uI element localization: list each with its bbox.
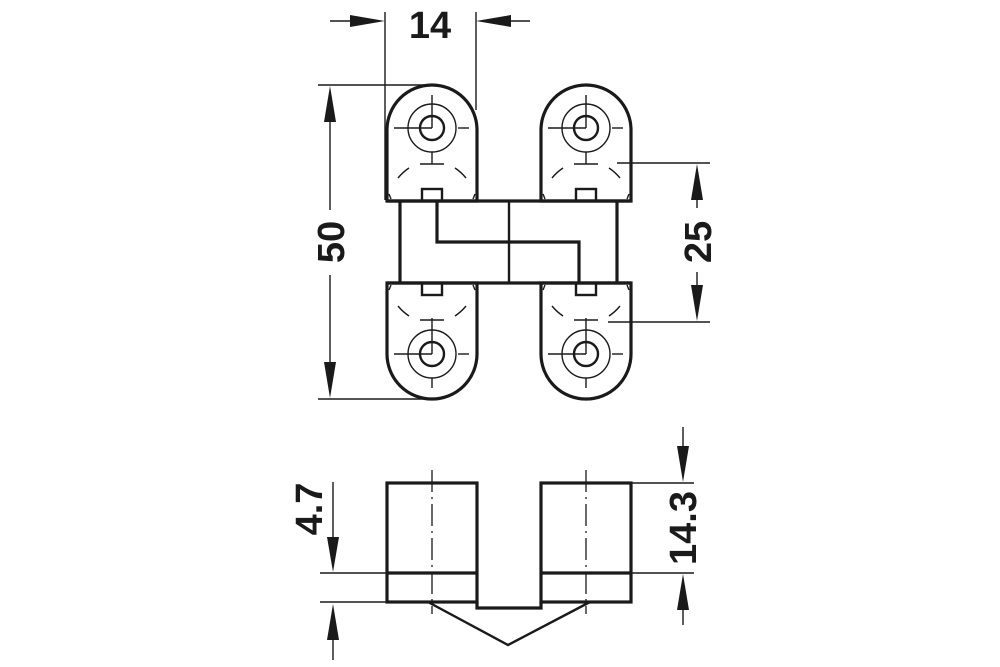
- arrow-left-icon: [476, 15, 511, 27]
- leaf-bottom-left: [385, 281, 479, 401]
- dimension-4-7: 4.7: [289, 482, 387, 660]
- arrow-up-icon: [324, 86, 336, 122]
- arrow-up-icon: [327, 604, 339, 640]
- dimension-label-14-3: 14.3: [663, 491, 705, 565]
- arrow-right-icon: [350, 15, 385, 27]
- dimension-label-25: 25: [678, 221, 720, 263]
- dimension-label-14: 14: [409, 5, 451, 47]
- arrow-up-icon: [677, 574, 689, 610]
- arrow-down-icon: [324, 362, 336, 398]
- top-view: 14 50 25: [311, 5, 720, 401]
- arrow-down-icon: [677, 446, 689, 482]
- opening-angle-v: [427, 600, 591, 647]
- dimension-14-3: 14.3: [631, 427, 705, 625]
- hinge-linkage: [387, 199, 631, 285]
- side-view: 4.7 14.3: [289, 427, 705, 660]
- leaf-top-right: [539, 83, 633, 203]
- side-leaf-right: [539, 470, 633, 614]
- dimension-label-50: 50: [311, 221, 353, 263]
- leaf-top-left: [385, 83, 479, 203]
- side-middle-notch: [475, 602, 543, 610]
- arrow-down-icon: [691, 285, 703, 321]
- arrow-up-icon: [691, 164, 703, 200]
- arrow-down-icon: [327, 537, 339, 572]
- dimension-label-4-7: 4.7: [289, 483, 331, 536]
- dimension-14: 14: [330, 5, 530, 200]
- dimension-50: 50: [311, 84, 432, 400]
- dimension-25: 25: [608, 162, 720, 323]
- leaf-bottom-right: [539, 281, 633, 401]
- side-leaf-left: [385, 470, 479, 614]
